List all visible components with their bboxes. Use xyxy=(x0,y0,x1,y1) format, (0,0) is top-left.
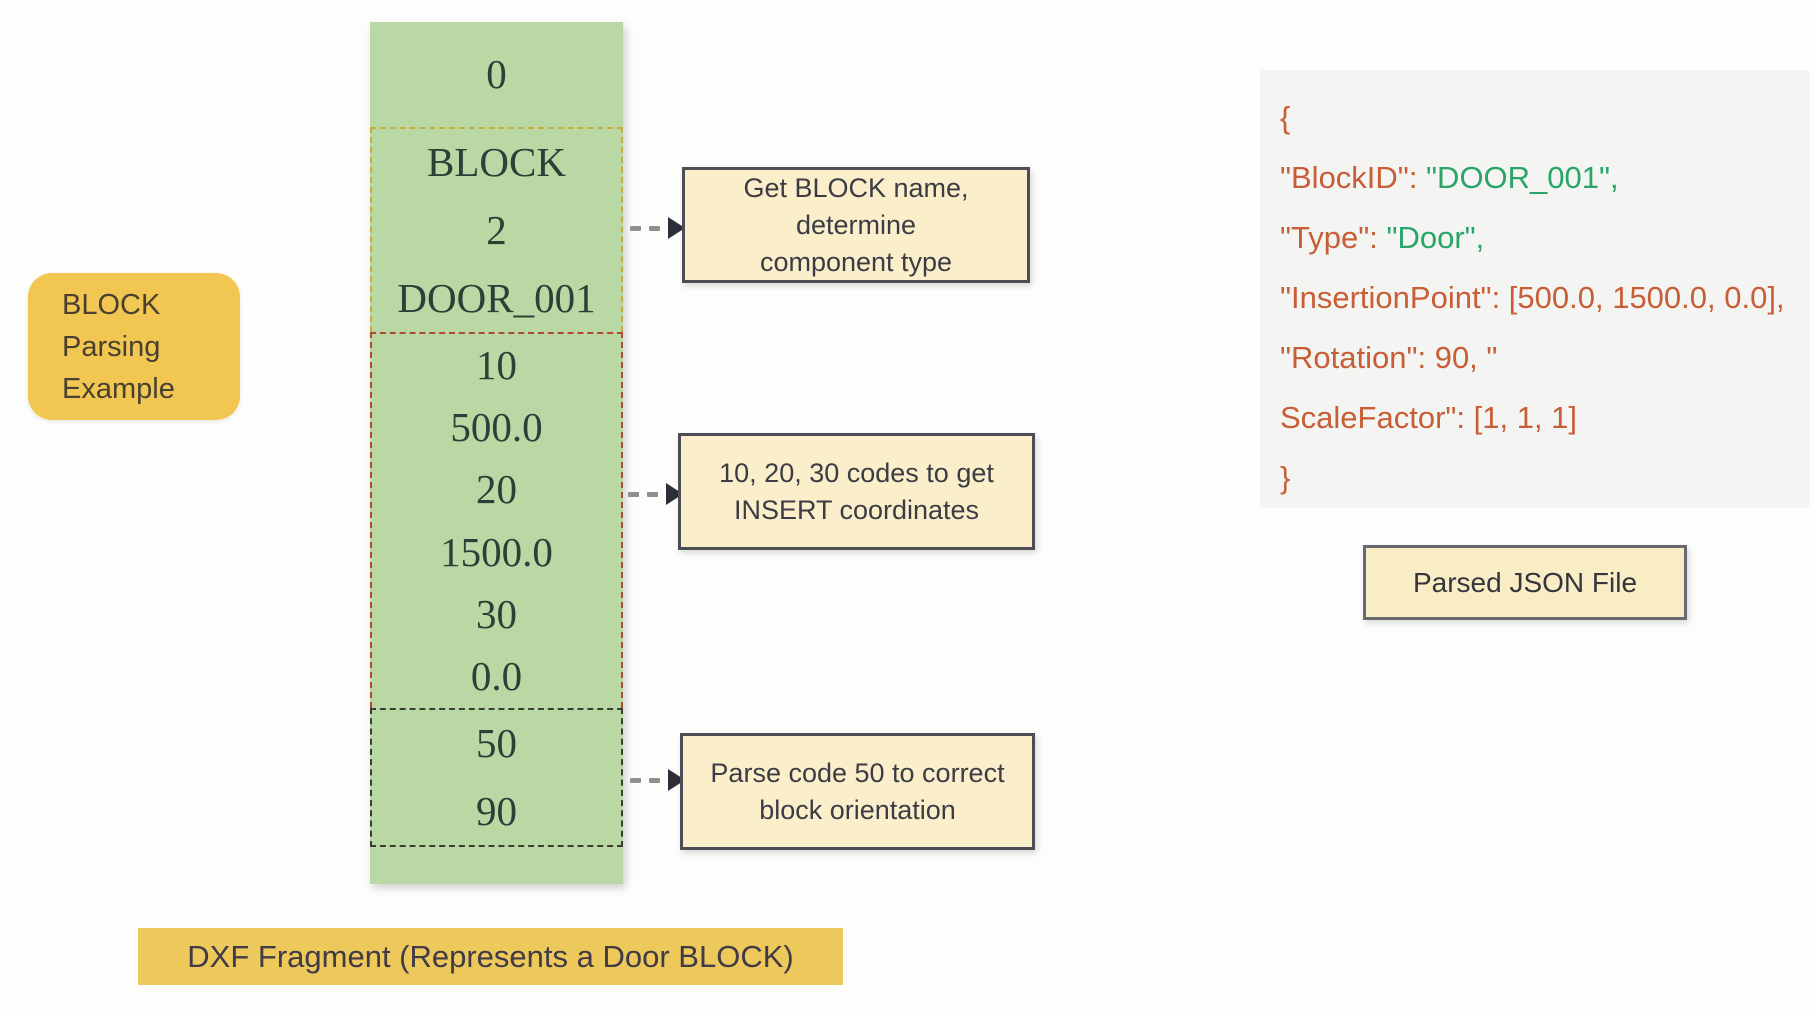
dxf-fragment-caption: DXF Fragment (Represents a Door BLOCK) xyxy=(138,928,843,985)
callout-text-line: Parse code 50 to correct xyxy=(710,757,1005,788)
arrow-dash xyxy=(649,225,660,231)
dxf-code-row: 10 xyxy=(476,341,517,388)
side-label-line: BLOCK xyxy=(62,288,161,321)
dxf-code-row: 0 xyxy=(486,51,507,97)
arrow-dash xyxy=(630,777,641,783)
callout-block-orientation: Parse code 50 to correct block orientati… xyxy=(680,733,1035,850)
dxf-code-row: DOOR_001 xyxy=(397,274,596,321)
block-parsing-example-label: BLOCK Parsing Example xyxy=(28,273,240,420)
callout-insert-coordinates: 10, 20, 30 codes to get INSERT coordinat… xyxy=(678,433,1035,550)
callout-text-line: INSERT coordinates xyxy=(733,494,980,525)
connector-arrow-rotation xyxy=(630,769,685,791)
arrow-dash xyxy=(649,777,660,783)
dxf-code-row: BLOCK xyxy=(427,139,566,186)
callout-text-line: 10, 20, 30 codes to get xyxy=(719,457,994,488)
callout-text-line: block orientation xyxy=(759,794,956,825)
json-code-line: "Type": "Door", xyxy=(1280,220,1485,255)
arrowhead-icon xyxy=(668,217,685,239)
dxf-code-row: 90 xyxy=(476,787,517,834)
side-label-line: Parsing xyxy=(62,330,161,363)
dxf-code-row: 2 xyxy=(486,206,507,253)
connector-arrow-coordinates xyxy=(628,483,683,505)
json-code-line: } xyxy=(1280,460,1291,495)
dxf-code-row: 30 xyxy=(476,590,517,637)
side-label-line: Example xyxy=(62,372,175,405)
json-code-line: ScaleFactor": [1, 1, 1] xyxy=(1280,400,1578,435)
dxf-code-row: 50 xyxy=(476,720,517,767)
parsed-json-code-panel: { "BlockID": "DOOR_001", "Type": "Door", "I… xyxy=(1260,70,1810,508)
arrow-dash xyxy=(630,225,641,231)
connector-arrow-block-name xyxy=(630,217,685,239)
arrow-dash xyxy=(628,491,639,497)
dxf-column-filler xyxy=(370,847,623,884)
json-code-line: "Rotation": 90, " xyxy=(1280,340,1498,375)
dxf-section-insert-coordinates: 10 500.0 20 1500.0 30 0.0 xyxy=(370,332,623,708)
parsed-json-file-text: Parsed JSON File xyxy=(1412,566,1638,598)
arrow-dash xyxy=(647,491,658,497)
callout-text-line: Get BLOCK name, determine xyxy=(743,172,969,240)
json-code-line: { xyxy=(1280,100,1291,135)
dxf-code-row: 0.0 xyxy=(470,653,523,700)
callout-text-line: component type xyxy=(759,246,953,277)
dxf-code-row: 500.0 xyxy=(450,403,543,450)
dxf-fragment-caption-text: DXF Fragment (Represents a Door BLOCK) xyxy=(187,938,794,974)
dxf-code-row: 1500.0 xyxy=(440,528,553,575)
dxf-section-entity-type: 0 xyxy=(370,22,623,127)
json-code-line: "BlockID": "DOOR_001", xyxy=(1280,160,1619,195)
callout-block-name: Get BLOCK name, determine component type xyxy=(682,167,1030,283)
parsed-json-file-label: Parsed JSON File xyxy=(1363,545,1687,620)
dxf-code-row: 20 xyxy=(476,466,517,513)
json-code-line: "InsertionPoint": [500.0, 1500.0, 0.0], xyxy=(1280,280,1785,315)
